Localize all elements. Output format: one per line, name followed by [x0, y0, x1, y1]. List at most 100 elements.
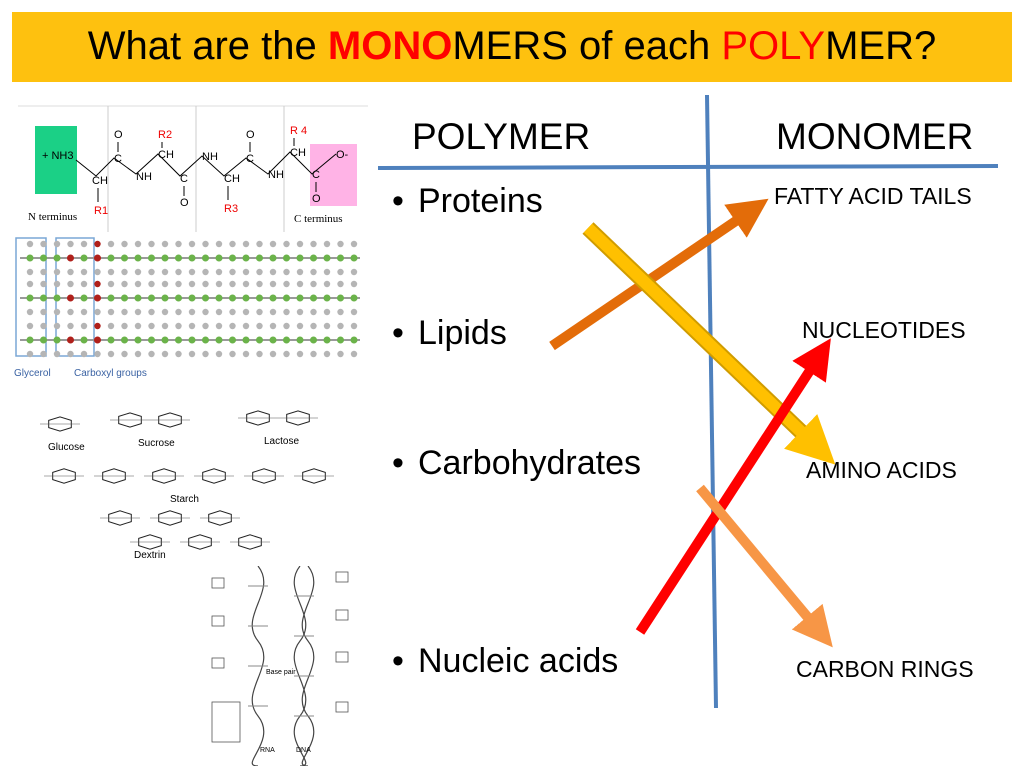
lipid-atom — [94, 240, 101, 248]
lipid-atom — [121, 336, 128, 344]
lipid-atom — [107, 350, 115, 358]
svg-text:C: C — [312, 169, 320, 181]
lipid-atom — [53, 280, 61, 288]
lipid-atom — [188, 280, 196, 288]
vertical-divider — [705, 94, 718, 709]
lipid-atom — [80, 350, 88, 358]
horizontal-divider — [377, 164, 999, 170]
lipid-atom — [53, 308, 61, 316]
lipid-atom — [256, 322, 263, 330]
lipid-atom — [229, 308, 236, 316]
lipid-atom — [188, 322, 196, 330]
polymer-label: Lipids — [418, 314, 507, 352]
lipid-atom — [80, 308, 88, 316]
lipid-atom — [107, 294, 115, 302]
sugar-ring — [188, 534, 212, 550]
lipid-atom — [80, 280, 88, 288]
svg-text:O: O — [312, 193, 321, 205]
lipid-atom — [67, 280, 74, 288]
lipid-atom — [269, 336, 277, 344]
lipid-atom — [350, 268, 358, 276]
lipid-atom — [310, 240, 317, 248]
lipid-atom — [310, 350, 317, 358]
sugar-ring — [158, 412, 182, 428]
lipid-atom — [215, 350, 223, 358]
lipid-atom — [26, 240, 34, 248]
lipid-atom — [94, 350, 101, 358]
lipid-atom — [350, 254, 358, 262]
lipid-atom — [26, 268, 34, 276]
lipid-atom — [269, 350, 277, 358]
lipid-atom — [337, 240, 344, 248]
arrow-lipids-to-fatty-acids — [549, 198, 769, 351]
lipid-atom — [256, 280, 263, 288]
sugar-ring — [246, 410, 270, 426]
lipid-atom — [26, 308, 34, 316]
lipid-atom — [242, 268, 250, 276]
base-pair-label: Base pair — [266, 669, 296, 676]
polymer-label: Carbohydrates — [418, 444, 642, 482]
lipid-atom — [175, 336, 182, 344]
lipid-atom — [215, 294, 223, 302]
lipid-atom — [337, 294, 344, 302]
lipid-atom — [202, 308, 209, 316]
lipid-atom — [296, 240, 304, 248]
protein-structure-figure: + NH3 CH R1 C O NH CH R2 C O NH CH R3 C … — [18, 105, 368, 232]
lipid-atom — [175, 350, 182, 358]
lipid-atom — [107, 280, 115, 288]
nucleic-acid-structure-figure: RNA DNA Base pair — [211, 566, 349, 766]
carbohydrate-structure-figure: Glucose Sucrose Lactose Starch Dextrin — [40, 410, 334, 561]
lipid-atom — [323, 254, 331, 262]
lipid-atom — [67, 268, 74, 276]
lipid-atom — [134, 336, 142, 344]
lipid-atom — [148, 308, 155, 316]
lipid-atom — [337, 308, 344, 316]
lipid-atom — [283, 308, 290, 316]
lipid-atom — [161, 308, 169, 316]
lipid-atom — [350, 280, 358, 288]
lipid-atom — [296, 308, 304, 316]
lipid-atom — [202, 254, 209, 262]
lipid-atom — [215, 268, 223, 276]
lipid-atom — [40, 322, 47, 330]
svg-text:O: O — [180, 197, 189, 209]
polymer-label: Proteins — [418, 182, 543, 220]
lipid-atom — [242, 336, 250, 344]
lipid-atom — [121, 322, 128, 330]
title-bar: What are the MONOMERS of each POLYMER? — [12, 12, 1012, 82]
title-post: MER? — [825, 24, 937, 68]
lipid-atom — [67, 240, 74, 248]
lipid-atom — [40, 308, 47, 316]
lipid-atom — [161, 336, 169, 344]
n-terminus-label: N terminus — [28, 211, 77, 223]
polymer-item-lipids: •Lipids — [392, 314, 507, 352]
svg-text:C: C — [114, 153, 122, 165]
lipid-atom — [296, 350, 304, 358]
lipid-atom — [188, 268, 196, 276]
lipid-atom — [256, 336, 263, 344]
lipid-atom — [310, 322, 317, 330]
lipid-atom — [242, 350, 250, 358]
title-mid: MERS of each — [452, 24, 722, 68]
svg-text:C: C — [246, 153, 254, 165]
lipid-atom — [26, 280, 34, 288]
lipid-atom — [310, 280, 317, 288]
polymer-item-proteins: •Proteins — [392, 182, 543, 220]
lipid-atom — [323, 350, 331, 358]
lipid-atom — [296, 268, 304, 276]
svg-text:CH: CH — [158, 149, 174, 161]
lipid-atom — [269, 254, 277, 262]
lipid-atom — [107, 268, 115, 276]
sugar-ring — [158, 510, 182, 526]
lipid-atom — [94, 254, 101, 262]
lipid-atom — [67, 350, 74, 358]
lipid-atom — [175, 280, 182, 288]
lipid-atom — [121, 350, 128, 358]
lipid-atom — [121, 280, 128, 288]
lipid-atom — [107, 254, 115, 262]
lipid-atom — [296, 280, 304, 288]
lipid-atom — [350, 240, 358, 248]
polymer-header: POLYMER — [412, 116, 591, 157]
lipid-atom — [310, 254, 317, 262]
lipid-atom — [67, 322, 74, 330]
